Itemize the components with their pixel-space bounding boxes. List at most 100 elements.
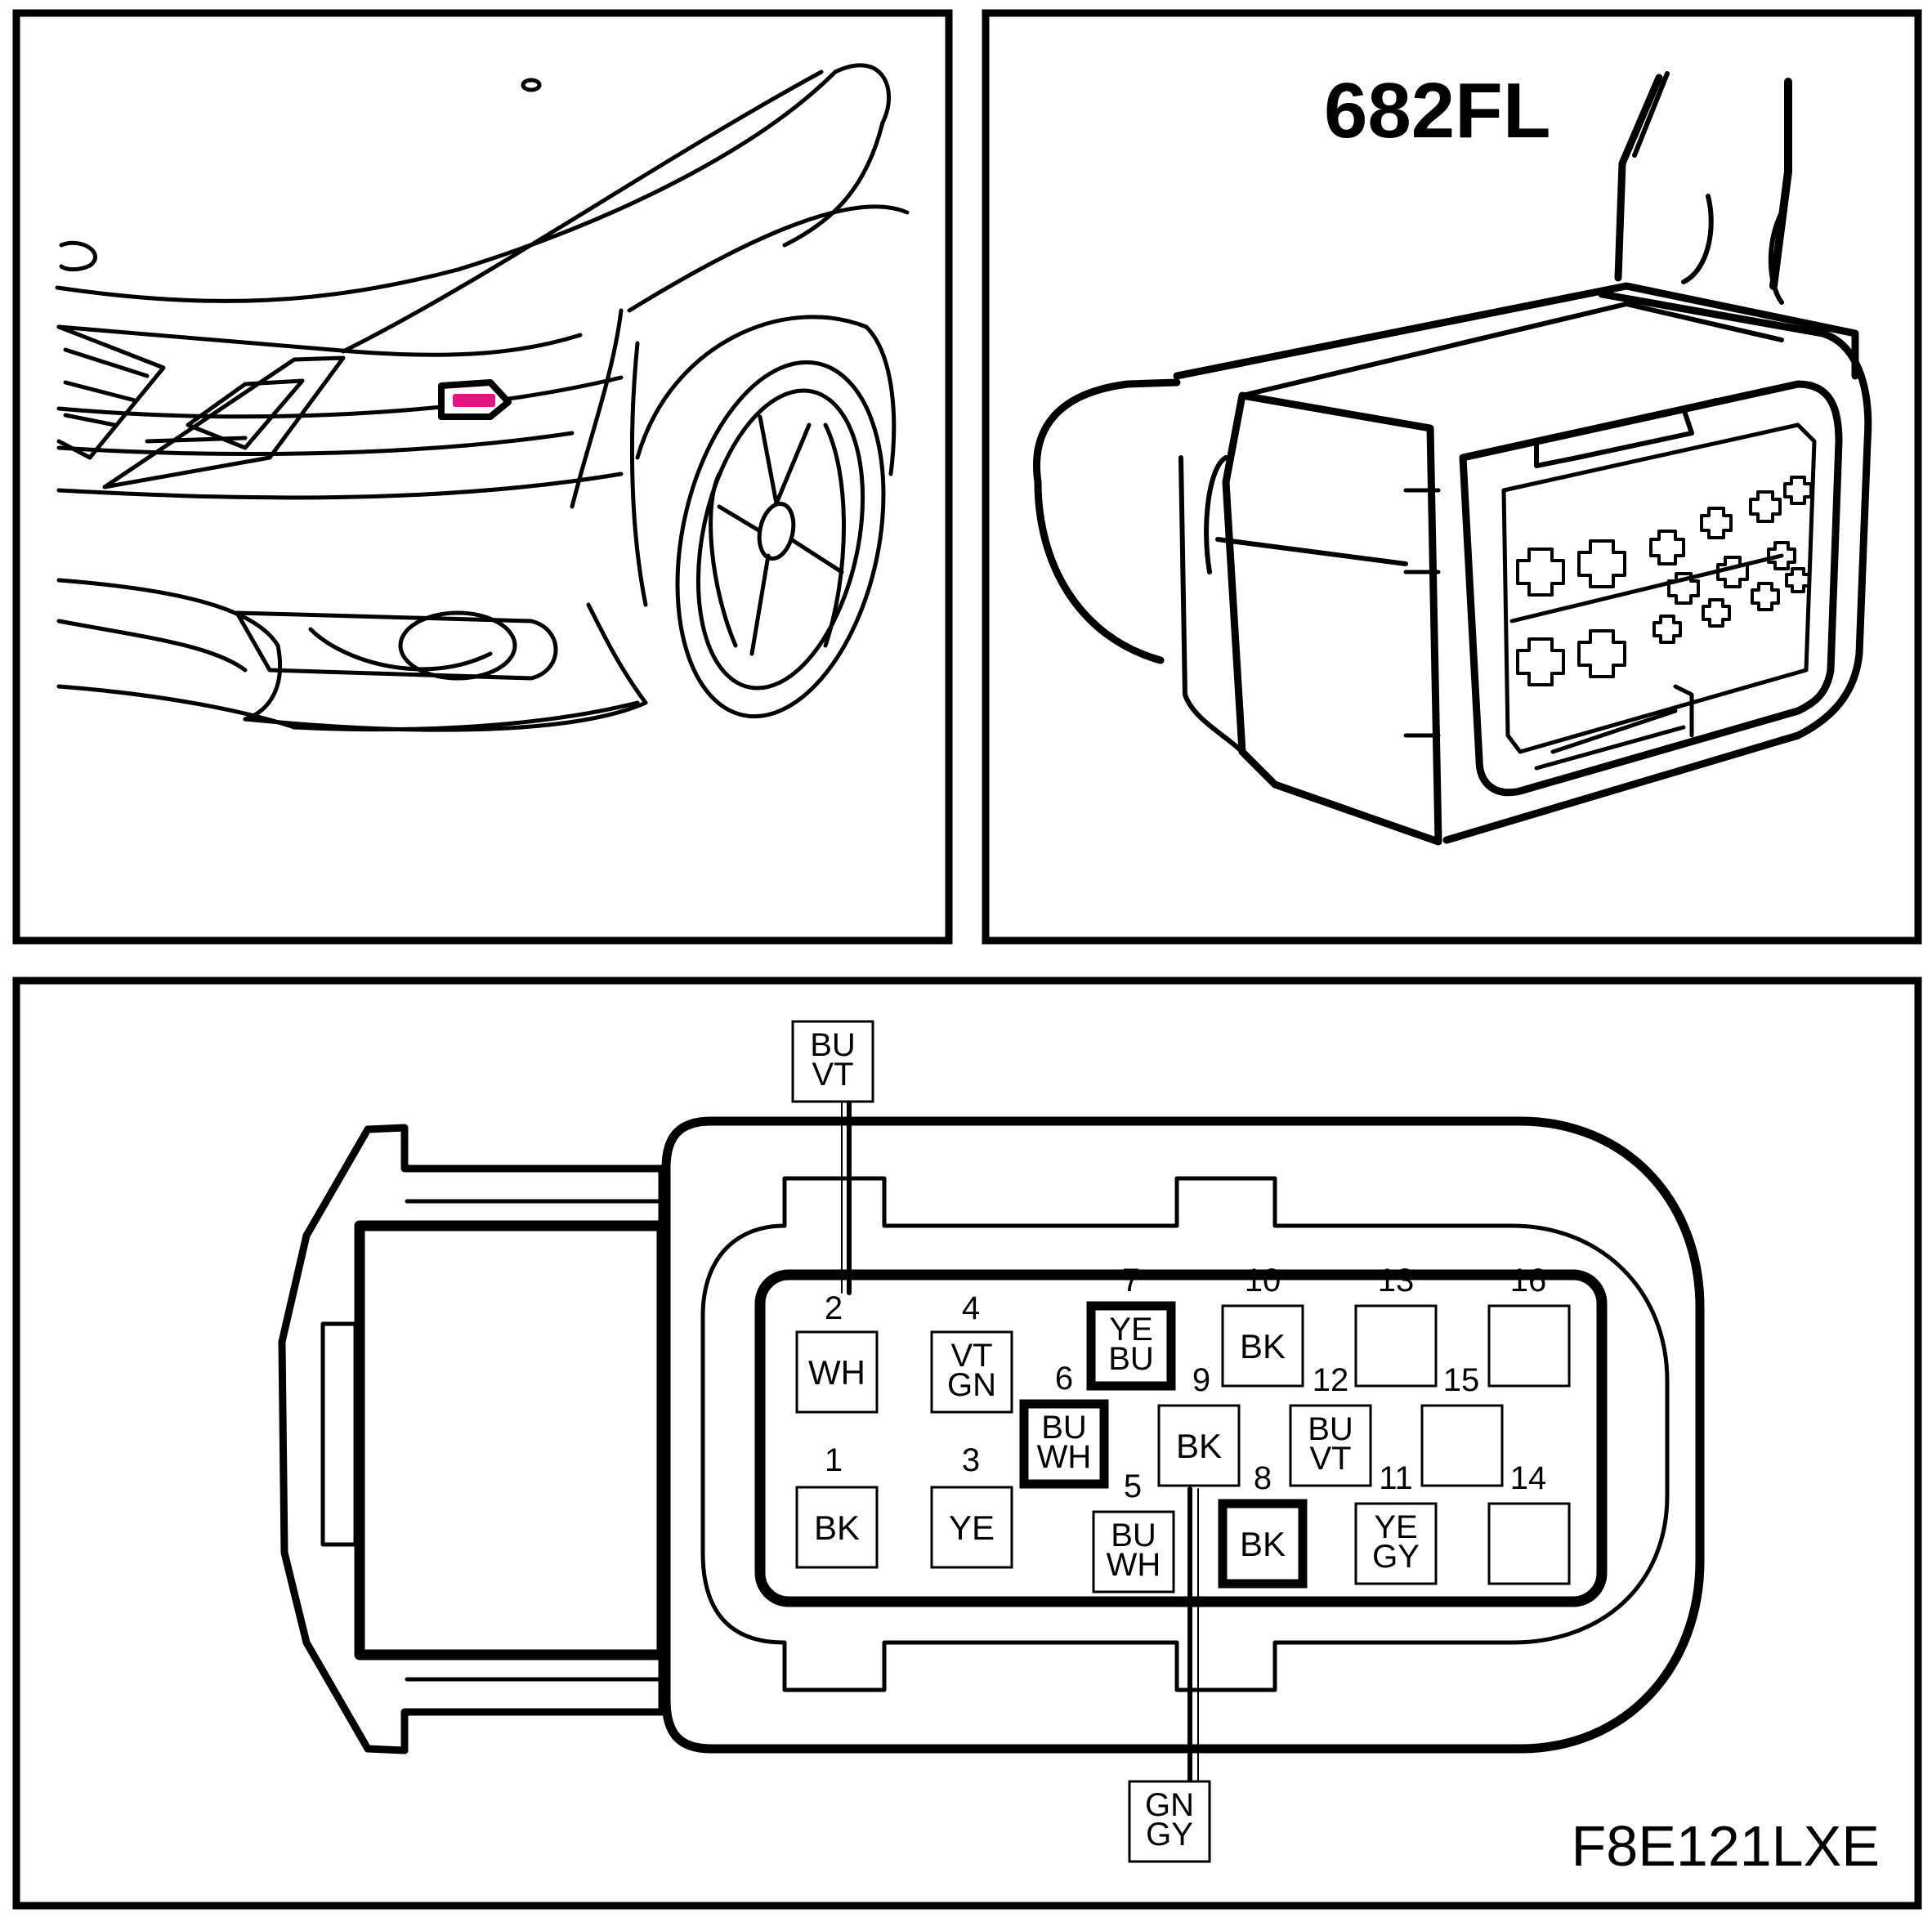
pin-grid: 1BK2WH3YE4VTGN5BUWH6BUWH7YEBU8BK9BK10BK1… <box>795 1263 1571 1593</box>
pin-wire-color: WH <box>1107 1547 1161 1583</box>
pin-number: 4 <box>962 1290 980 1326</box>
cavity-cross-icon <box>1785 567 1811 593</box>
pin-wire-color: BU <box>1041 1410 1087 1446</box>
pin-wire-color: WH <box>1037 1439 1092 1475</box>
callout-leaders <box>841 1093 1199 1792</box>
pin-cavity-box <box>1289 1404 1372 1487</box>
pin-wire-color: YE <box>1109 1312 1152 1348</box>
pin-number: 7 <box>1122 1263 1140 1298</box>
connector-location-marker <box>438 379 512 420</box>
callout-wire-color: GN <box>1145 1787 1194 1823</box>
pin-number: 2 <box>825 1290 843 1326</box>
pin-wire-color: GN <box>947 1367 996 1403</box>
pin-wire-color: WH <box>808 1353 865 1392</box>
pin-cavity-box <box>930 1486 1013 1569</box>
pin-number: 16 <box>1510 1263 1547 1298</box>
pin-cavity-box <box>1354 1304 1438 1388</box>
cavity-cross-icon <box>1751 582 1780 611</box>
pin-cavity-box <box>1221 1304 1304 1388</box>
callout-box <box>1128 1780 1211 1863</box>
pin-wire-color: VT <box>1309 1441 1351 1477</box>
pin-wire-color: BU <box>1108 1341 1154 1377</box>
vehicle-location-panel <box>12 9 953 945</box>
callout-wire-color: GY <box>1146 1817 1193 1853</box>
pin-9: 9BK <box>1157 1362 1241 1487</box>
pin-wire-color: BK <box>1240 1525 1286 1563</box>
pin-cavity-box <box>1487 1304 1571 1388</box>
pin-16: 16 <box>1487 1263 1571 1388</box>
pin-number: 14 <box>1510 1460 1547 1496</box>
cavity-cross-icon <box>1516 548 1565 597</box>
pin-number: 11 <box>1379 1460 1413 1496</box>
cavity-cross-icon <box>1649 530 1685 565</box>
connector-cavities <box>1516 476 1813 686</box>
callout-wire-color: BU <box>810 1027 856 1063</box>
cavity-cross-icon <box>1516 637 1565 686</box>
cavity-cross-icon <box>1700 507 1733 539</box>
pin-number: 5 <box>1124 1468 1142 1504</box>
pin-wire-color: BU <box>1111 1517 1156 1553</box>
pin-wire-color: BK <box>1176 1427 1222 1465</box>
pin-1: 1BK <box>795 1442 879 1569</box>
cavity-cross-icon <box>1767 541 1796 570</box>
connector-3d-illustration <box>1033 71 1872 846</box>
cavity-cross-icon <box>1783 476 1813 505</box>
pin-wire-color: VT <box>950 1338 992 1374</box>
cavity-cross-icon <box>1577 539 1626 588</box>
pin-cavity-box <box>1019 1399 1109 1489</box>
cavity-cross-icon <box>1652 615 1682 644</box>
pin-2: 2WH <box>795 1290 879 1414</box>
pin-cavity-box <box>1354 1502 1438 1585</box>
pin-cavity-box <box>1086 1301 1176 1391</box>
callout-wire-color: VT <box>812 1057 853 1093</box>
cavity-cross-icon <box>1716 556 1749 588</box>
cavity-cross-icon <box>1702 598 1731 628</box>
pin-number: 1 <box>825 1442 843 1478</box>
pin-wire-color: BK <box>814 1509 860 1547</box>
connector-id-label: 682FL <box>1324 67 1550 154</box>
pin-cavity-box <box>1420 1404 1504 1487</box>
pin-number: 12 <box>1313 1362 1349 1398</box>
callout-box <box>791 1020 874 1103</box>
cavity-cross-icon <box>1577 629 1626 678</box>
pin-15: 15 <box>1420 1362 1504 1487</box>
pin-number: 13 <box>1378 1263 1415 1298</box>
pin-3: 3YE <box>930 1442 1013 1569</box>
pin-number: 9 <box>1192 1362 1210 1398</box>
pin-wire-color: BK <box>1240 1327 1286 1366</box>
pin-13: 13 <box>1354 1263 1438 1388</box>
pin-wire-color: BU <box>1308 1411 1353 1447</box>
pin-cavity-box <box>1092 1510 1175 1593</box>
pin-number: 10 <box>1245 1263 1281 1298</box>
connector-view-panel: 682FL <box>982 9 1922 945</box>
pin-number: 15 <box>1443 1362 1480 1398</box>
pin-wire-color: YE <box>949 1509 995 1547</box>
car-front-illustration <box>55 63 910 732</box>
pin-cavity-box <box>1218 1499 1308 1589</box>
pin-cavity-box <box>1487 1502 1571 1585</box>
pin-8: 8BK <box>1218 1460 1308 1589</box>
pin-number: 8 <box>1254 1460 1272 1496</box>
pin-cavity-box <box>795 1330 879 1414</box>
cavity-cross-icon <box>1749 490 1782 523</box>
pin-cavity-box <box>1157 1404 1241 1487</box>
pin-number: 6 <box>1055 1361 1073 1397</box>
pin-wire-color: YE <box>1374 1509 1417 1545</box>
pin-14: 14 <box>1487 1460 1571 1585</box>
figure-code-label: F8E121LXE <box>1572 1814 1880 1878</box>
pin-cavity-box <box>930 1330 1013 1414</box>
pin-cavity-box <box>795 1486 879 1569</box>
pin-wire-color: GY <box>1372 1539 1420 1575</box>
pinout-panel: 1BK2WH3YE4VTGN5BUWH6BUWH7YEBU8BK9BK10BK1… <box>12 977 1922 1910</box>
